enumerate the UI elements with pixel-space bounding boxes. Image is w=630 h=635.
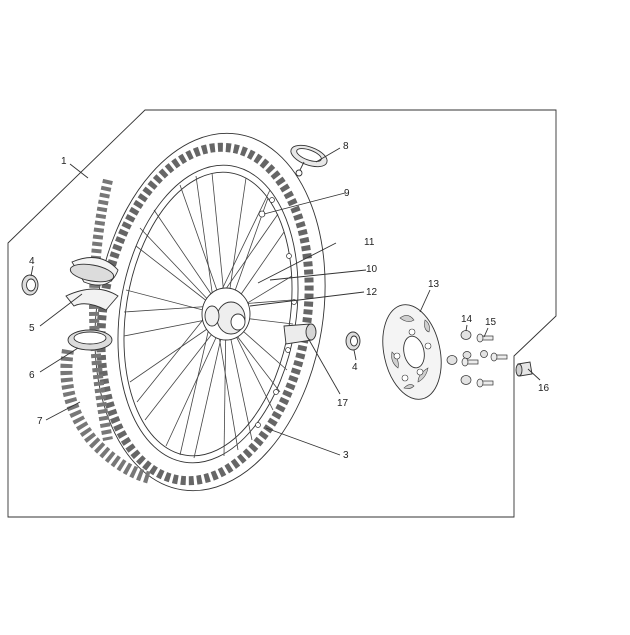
callout-16: 16 [538, 383, 550, 394]
callout-14: 14 [461, 314, 473, 325]
callout-7: 7 [37, 416, 43, 427]
part-14-nuts [446, 330, 472, 385]
hub [201, 287, 251, 341]
callout-4-right: 4 [352, 362, 358, 373]
part-4-spacer-right [345, 331, 361, 351]
callout-6: 6 [29, 370, 35, 381]
leader-lines [30, 147, 541, 456]
part-16-cap [515, 361, 533, 377]
callout-5: 5 [29, 323, 35, 334]
callout-12: 12 [366, 287, 378, 298]
callout-10: 10 [366, 264, 378, 275]
part-8-valve [290, 144, 328, 177]
part-15-bolts [461, 333, 508, 388]
callout-9: 9 [344, 188, 350, 199]
callout-13: 13 [428, 279, 440, 290]
callout-15: 15 [485, 317, 497, 328]
part-4-spacer-left [21, 274, 39, 296]
wheel-assembly [89, 132, 326, 492]
part-6-inner-tube [67, 329, 113, 351]
callout-8: 8 [343, 141, 349, 152]
callout-17: 17 [337, 398, 349, 409]
callout-1: 1 [61, 156, 67, 167]
callout-4-left: 4 [29, 256, 35, 267]
callout-3: 3 [343, 450, 349, 461]
assembly-outline [7, 109, 557, 518]
callout-11: 11 [364, 237, 375, 248]
part-5-rim-tape [65, 257, 119, 311]
part-13-brake-disc [382, 304, 442, 400]
callout-labels: 1 3 4 4 5 6 7 8 9 10 11 12 13 14 15 16 1… [29, 141, 550, 461]
part-17-axle-spacer [283, 323, 317, 345]
